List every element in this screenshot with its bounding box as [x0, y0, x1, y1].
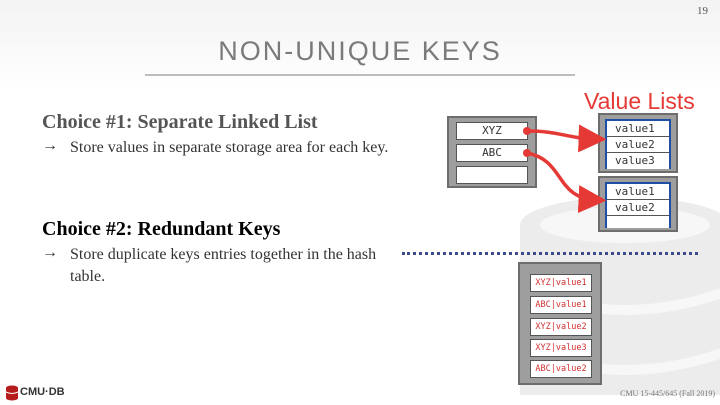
value-list-2-item: value2 — [607, 200, 669, 216]
choice-1-text: Store values in separate storage area fo… — [70, 139, 389, 156]
value-lists-label: Value Lists — [584, 88, 695, 114]
value-list-2-item: value1 — [607, 184, 669, 200]
redundant-entry: XYZ|value1 — [530, 274, 592, 292]
value-list-2-inner: value1 value2 — [605, 182, 671, 228]
slide-title: NON-UNIQUE KEYS — [218, 36, 502, 66]
choice-2-text: Store duplicate keys entries together in… — [70, 246, 377, 285]
value-list-1: value1 value2 value3 — [598, 113, 678, 173]
value-list-2: value1 value2 — [598, 176, 678, 232]
hash-key-empty — [456, 166, 528, 184]
hash-key-xyz: XYZ — [456, 122, 528, 140]
arrow-icon: → — [42, 244, 58, 261]
choice-1-bullet: → Store values in separate storage area … — [42, 137, 392, 183]
hash-table: XYZ ABC — [447, 116, 537, 188]
choice-2-heading: Choice #2: Redundant Keys — [42, 218, 281, 240]
redundant-entry: ABC|value1 — [530, 296, 592, 314]
page-number: 19 — [697, 5, 708, 17]
course-footer: CMU 15-445/645 (Fall 2019) — [620, 389, 715, 398]
value-list-1-item: value2 — [607, 137, 669, 153]
choice-1-heading: Choice #1: Separate Linked List — [42, 111, 318, 133]
redundant-entry: XYZ|value2 — [530, 318, 592, 336]
cmu-db-logo-icon — [5, 385, 19, 401]
redundant-hash-table: XYZ|value1 ABC|value1 XYZ|value2 XYZ|val… — [518, 262, 602, 385]
arrow-icon: → — [42, 137, 58, 154]
title-underline — [145, 74, 575, 76]
value-list-1-item: value3 — [607, 153, 669, 169]
section-divider — [402, 252, 698, 255]
value-list-2-item — [607, 216, 669, 228]
value-list-1-item: value1 — [607, 121, 669, 137]
value-list-1-inner: value1 value2 value3 — [605, 119, 671, 169]
arrow-xyz-to-list-1 — [526, 124, 607, 153]
choice-2-bullet: → Store duplicate keys entries together … — [42, 244, 392, 290]
arrow-abc-to-list-2 — [526, 151, 607, 214]
cmu-db-logo-text: CMU·DB — [20, 386, 65, 398]
redundant-entry: XYZ|value3 — [530, 339, 592, 357]
redundant-entry: ABC|value2 — [530, 360, 592, 378]
